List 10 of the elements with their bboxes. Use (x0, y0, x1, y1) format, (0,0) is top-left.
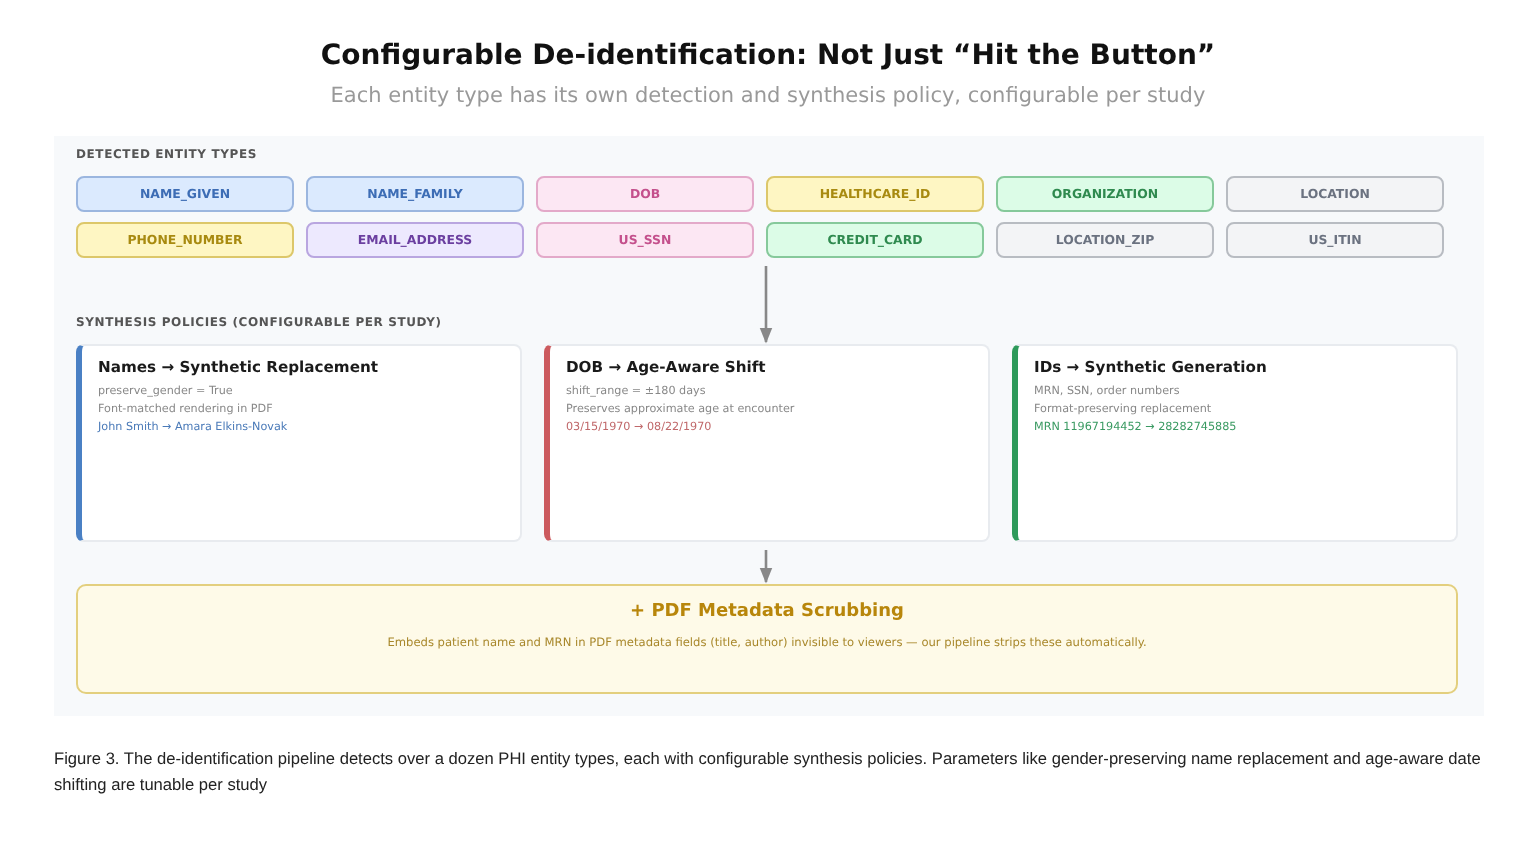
policy-card (544, 344, 990, 542)
box-heading: + PDF Metadata Scrubbing (630, 602, 904, 622)
arrow (759, 266, 773, 344)
caption: Figure 3. The de-identification pipeline detects over a dozen PHI entity types, each with configurable synthesis policies. Parameters like gender-preserving name replacement and age-aware date shifting are tunable per study (54, 746, 1483, 798)
arrow (759, 550, 773, 584)
metadata-box (76, 584, 1458, 694)
policy-card (76, 344, 522, 542)
title: Configurable De-identification: Not Just “Hit the Button” (318, 40, 1218, 72)
subtitle: Each entity type has its own detection and synthesis policy, configurable per study (328, 84, 1208, 108)
policy-card (1012, 344, 1458, 542)
